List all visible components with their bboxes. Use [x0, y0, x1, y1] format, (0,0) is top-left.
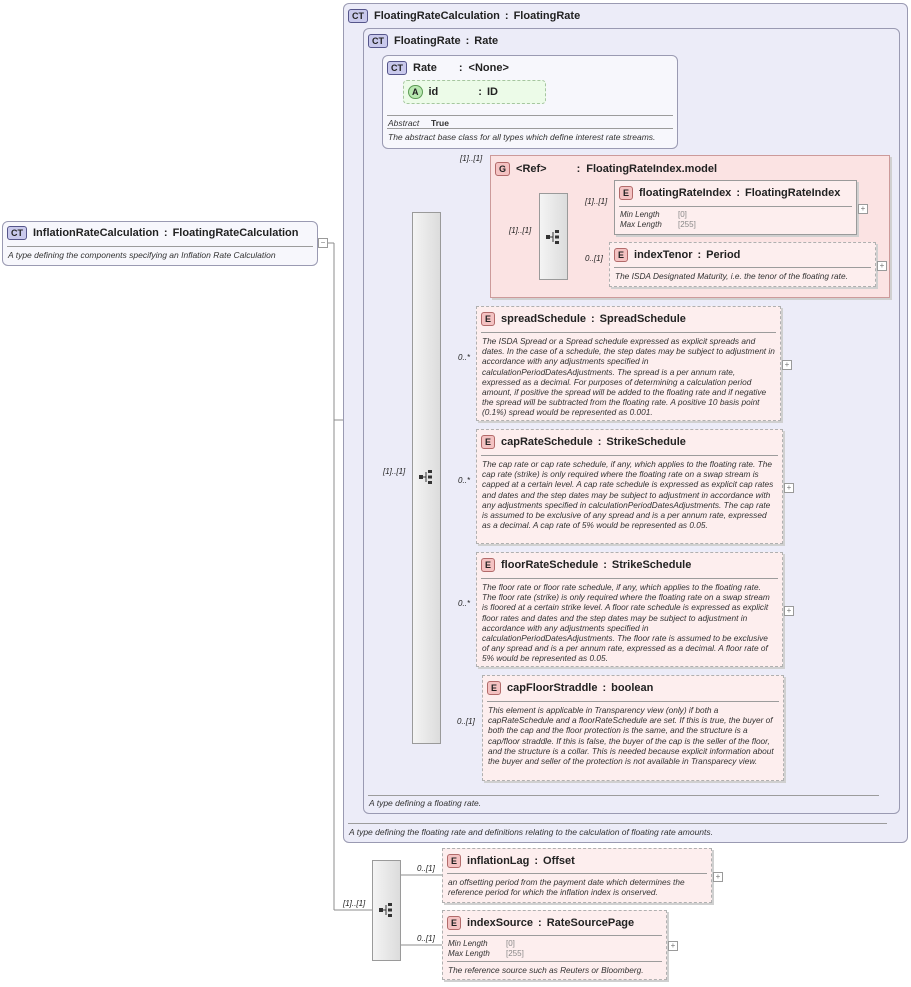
- cardinality: [1]..[1]: [509, 226, 532, 235]
- cardinality: [1]..[1]: [343, 899, 366, 908]
- element-type: SpreadSchedule: [599, 313, 686, 325]
- cardinality: 0..[1]: [417, 864, 435, 873]
- sequence-icon: [546, 230, 559, 244]
- facet-label: Max Length: [448, 949, 490, 958]
- group-type: FloatingRateIndex.model: [586, 163, 718, 175]
- node-type: <None>: [468, 62, 509, 74]
- cardinality: 0..*: [458, 599, 471, 608]
- expand-toggle[interactable]: +: [782, 360, 792, 370]
- cardinality: 0..[1]: [417, 934, 435, 943]
- complex-type-badge: CT: [387, 61, 407, 75]
- cardinality: [1]..[1]: [460, 154, 483, 163]
- element-doc: The ISDA Designated Maturity, i.e. the t…: [615, 271, 848, 281]
- element-name: inflationLag: [467, 855, 530, 867]
- element-doc: an offsetting period from the payment da…: [448, 877, 685, 898]
- node-name: InflationRateCalculation: [33, 227, 159, 239]
- element-name: spreadSchedule: [501, 313, 586, 325]
- element-type: RateSourcePage: [546, 917, 635, 929]
- index-source-element[interactable]: E indexSource : RateSourcePage Min Lengt…: [442, 910, 667, 980]
- cap-rate-schedule-element[interactable]: E capRateSchedule : StrikeSchedule The c…: [476, 429, 783, 544]
- spread-schedule-element[interactable]: E spreadSchedule : SpreadSchedule The IS…: [476, 306, 781, 421]
- element-type: FloatingRateIndex: [744, 187, 841, 199]
- complex-type-badge: CT: [348, 9, 368, 23]
- element-badge: E: [447, 916, 462, 930]
- node-name: FloatingRateCalculation: [374, 10, 500, 22]
- node-doc: A type defining the floating rate and de…: [349, 827, 714, 837]
- facet-label: Max Length: [620, 220, 662, 229]
- node-name: Rate: [413, 62, 437, 74]
- element-badge: E: [447, 854, 462, 868]
- element-badge: E: [481, 558, 496, 572]
- node-type: FloatingRate: [513, 10, 581, 22]
- element-doc: The cap rate or cap rate schedule, if an…: [482, 459, 774, 531]
- facet-label: Min Length: [620, 210, 660, 219]
- facet-value: [255]: [506, 949, 524, 958]
- inflation-rate-calculation-node[interactable]: CT InflationRateCalculation : FloatingRa…: [2, 221, 318, 266]
- floating-rate-index-element[interactable]: E floatingRateIndex : FloatingRateIndex …: [614, 180, 857, 235]
- element-type: Period: [706, 249, 741, 261]
- complex-type-badge: CT: [368, 34, 388, 48]
- cardinality: [1]..[1]: [383, 467, 406, 476]
- element-doc: The floor rate or floor rate schedule, i…: [482, 582, 770, 664]
- element-doc: The reference source such as Reuters or …: [448, 965, 644, 975]
- element-doc: This element is applicable in Transparen…: [488, 705, 774, 767]
- collapse-toggle[interactable]: −: [318, 238, 328, 248]
- index-tenor-element[interactable]: E indexTenor : Period The ISDA Designate…: [609, 242, 876, 287]
- element-badge: E: [619, 186, 634, 200]
- element-badge: E: [487, 681, 502, 695]
- expand-toggle[interactable]: +: [668, 941, 678, 951]
- node-doc: A type defining a floating rate.: [369, 798, 482, 808]
- abstract-value: True: [431, 118, 449, 128]
- expand-toggle[interactable]: +: [713, 872, 723, 882]
- facet-label: Min Length: [448, 939, 488, 948]
- attribute-id[interactable]: A id : ID: [403, 80, 546, 104]
- facet-value: [255]: [678, 220, 696, 229]
- cardinality: [1]..[1]: [585, 197, 608, 206]
- abstract-label: Abstract: [388, 118, 420, 128]
- group-name: <Ref>: [516, 163, 547, 175]
- floor-rate-schedule-element[interactable]: E floorRateSchedule : StrikeSchedule The…: [476, 552, 783, 667]
- node-doc: A type defining the components specifyin…: [8, 250, 276, 260]
- expand-toggle[interactable]: +: [784, 606, 794, 616]
- node-type: FloatingRateCalculation: [172, 227, 299, 239]
- cardinality: 0..*: [458, 476, 471, 485]
- element-name: capRateSchedule: [501, 436, 593, 448]
- element-name: floatingRateIndex: [639, 187, 732, 199]
- attribute-name: id: [428, 86, 439, 98]
- inflation-lag-element[interactable]: E inflationLag : Offset an offsetting pe…: [442, 848, 712, 903]
- complex-type-badge: CT: [7, 226, 27, 240]
- facet-value: [0]: [506, 939, 515, 948]
- cardinality: 0..[1]: [585, 254, 603, 263]
- cardinality: 0..*: [458, 353, 471, 362]
- sequence-icon: [379, 903, 392, 917]
- rate-node[interactable]: CT Rate : <None> A id : ID Abstract True…: [382, 55, 678, 149]
- element-name: indexSource: [467, 917, 534, 929]
- element-name: floorRateSchedule: [501, 559, 599, 571]
- element-badge: E: [614, 248, 629, 262]
- element-type: StrikeSchedule: [606, 436, 686, 448]
- element-badge: E: [481, 312, 496, 326]
- element-name: indexTenor: [634, 249, 693, 261]
- cardinality: 0..[1]: [457, 717, 475, 726]
- sequence-icon: [419, 470, 432, 484]
- element-type: StrikeSchedule: [611, 559, 692, 571]
- node-doc: The abstract base class for all types wh…: [388, 132, 656, 142]
- facet-value: [0]: [678, 210, 687, 219]
- element-type: boolean: [611, 682, 654, 694]
- expand-toggle[interactable]: +: [858, 204, 868, 214]
- element-type: Offset: [543, 855, 575, 867]
- node-type: Rate: [474, 35, 499, 47]
- attribute-type: ID: [486, 86, 498, 98]
- element-name: capFloorStraddle: [507, 682, 598, 694]
- attribute-badge: A: [408, 85, 423, 99]
- cap-floor-straddle-element[interactable]: E capFloorStraddle : boolean This elemen…: [482, 675, 784, 781]
- element-doc: The ISDA Spread or a Spread schedule exp…: [482, 336, 775, 418]
- expand-toggle[interactable]: +: [784, 483, 794, 493]
- expand-toggle[interactable]: +: [877, 261, 887, 271]
- element-badge: E: [481, 435, 496, 449]
- group-badge: G: [495, 162, 511, 176]
- node-name: FloatingRate: [394, 35, 461, 47]
